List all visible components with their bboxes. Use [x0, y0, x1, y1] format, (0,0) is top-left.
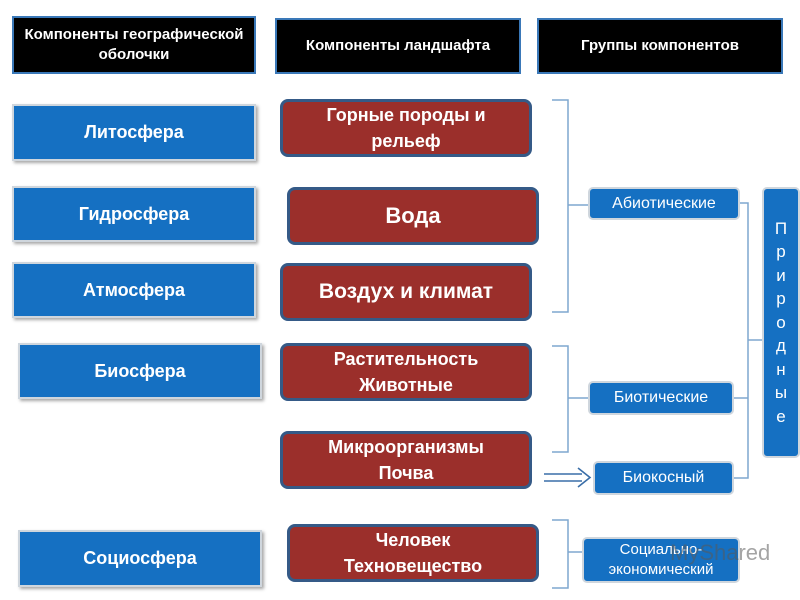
natural-letter: р: [776, 242, 786, 262]
natural-bracket: [734, 202, 749, 479]
component-human-technosubstance: Человек Техновещество: [287, 524, 539, 582]
sphere-label: Атмосфера: [83, 279, 185, 300]
biotic-bracket: [552, 345, 569, 453]
natural-letter: и: [776, 265, 786, 285]
component-plants-animals: Растительность Животные: [280, 343, 532, 401]
sphere-sociosphere: Социосфера: [18, 530, 262, 587]
sphere-biosphere: Биосфера: [18, 343, 262, 399]
natural-letter: П: [774, 218, 788, 238]
group-label: Биотические: [613, 389, 709, 406]
natural-letter: н: [776, 359, 786, 379]
header-geo-components-text: Компоненты географической оболочки: [24, 26, 244, 63]
natural-letter: ы: [774, 383, 788, 403]
sphere-label: Социосфера: [83, 548, 197, 568]
sphere-hydrosphere: Гидросфера: [12, 186, 256, 242]
component-label: Растительность Животные: [333, 349, 479, 395]
component-label: Горные породы и рельеф: [326, 105, 486, 151]
component-label: Воздух и климат: [318, 280, 494, 303]
natural-letter: о: [776, 312, 786, 332]
component-label: Человек Техновещество: [343, 530, 483, 576]
sphere-lithosphere: Литосфера: [12, 104, 256, 161]
header-component-groups-text: Группы компонентов: [581, 37, 739, 54]
component-microorganisms-soil: Микроорганизмы Почва: [280, 431, 532, 489]
sphere-label: Литосфера: [84, 122, 184, 142]
component-label: Вода: [385, 203, 441, 228]
group-biotic: Биотические: [588, 381, 734, 415]
header-landscape-components: Компоненты ландшафта: [275, 18, 521, 74]
watermark-text: MyShared: [670, 540, 771, 565]
group-biokosny: Биокосный: [593, 461, 734, 495]
abiotic-bracket: [552, 99, 569, 313]
natural-letter: д: [776, 336, 786, 356]
component-air-climate: Воздух и климат: [280, 263, 532, 321]
natural-letter: р: [776, 289, 786, 309]
group-label: Биокосный: [622, 469, 705, 486]
component-water: Вода: [287, 187, 539, 245]
sphere-label: Биосфера: [94, 360, 186, 381]
natural-letter: е: [776, 406, 786, 426]
socio-bracket: [552, 519, 569, 589]
watermark-myshared: MyShared: [670, 540, 770, 566]
group-label: Социально-экономический: [608, 541, 714, 578]
header-component-groups: Группы компонентов: [537, 18, 783, 74]
group-abiotic: Абиотические: [588, 187, 740, 220]
sphere-label: Гидросфера: [78, 203, 190, 224]
component-rocks-relief: Горные породы и рельеф: [280, 99, 532, 157]
component-label: Микроорганизмы Почва: [328, 437, 484, 483]
group-socio-economic: Социально-экономический: [582, 537, 740, 583]
sphere-atmosphere: Атмосфера: [12, 262, 256, 318]
group-natural-vertical: П р и р о д н ы е: [762, 187, 800, 458]
header-landscape-components-text: Компоненты ландшафта: [305, 37, 491, 54]
group-label: Абиотические: [612, 194, 716, 212]
header-geo-components: Компоненты географической оболочки: [12, 16, 256, 74]
double-arrow-icon: [544, 467, 592, 488]
